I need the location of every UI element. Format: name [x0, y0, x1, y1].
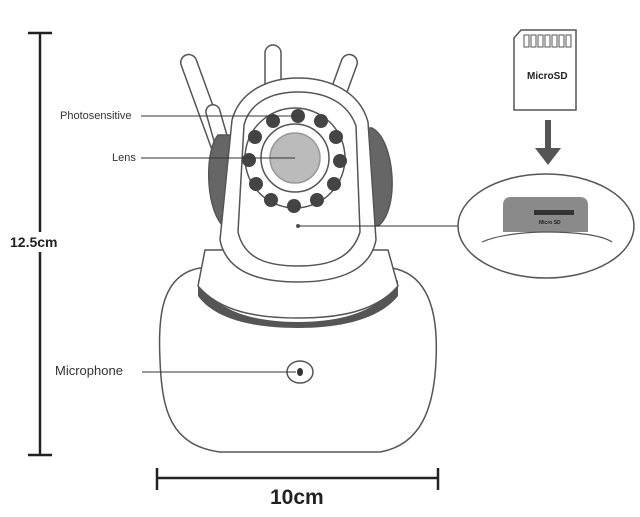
microphone-hole [297, 368, 303, 376]
microphone-label: Microphone [55, 363, 123, 378]
height-label-bg [6, 232, 70, 252]
slot-opening [534, 210, 574, 215]
width-dimension [155, 468, 440, 490]
contact-pin [551, 34, 558, 48]
arrow-shaft [545, 120, 551, 150]
body-curve [481, 231, 613, 243]
ir-led [266, 114, 280, 128]
arrow-down-icon [535, 120, 561, 165]
ir-leds [242, 109, 347, 213]
contact-pin [530, 34, 537, 48]
ir-led [287, 199, 301, 213]
ir-led [291, 109, 305, 123]
ir-led [264, 193, 278, 207]
arrow-head [535, 148, 561, 165]
contact-pin [523, 34, 530, 48]
callout-lines [141, 115, 458, 373]
width-label: 10cm [270, 486, 324, 509]
ir-led [242, 153, 256, 167]
ir-led [329, 130, 343, 144]
microsd-card-outline [513, 29, 577, 111]
ir-led [327, 177, 341, 191]
ir-led [310, 193, 324, 207]
slot-label: Micro SD [539, 220, 561, 226]
photosensitive-label: Photosensitive [60, 110, 132, 122]
contact-pin [537, 34, 544, 48]
microsd-card-icon: MicroSD [513, 29, 577, 111]
ir-led [248, 130, 262, 144]
contact-pin [544, 34, 551, 48]
ir-led [249, 177, 263, 191]
microsd-card-label: MicroSD [527, 71, 568, 82]
height-label: 12.5cm [10, 234, 57, 250]
ir-led [314, 114, 328, 128]
ir-led [333, 154, 347, 168]
card-slot-zoom: Micro SD [457, 173, 635, 279]
lens-label: Lens [112, 152, 136, 164]
microsd-contacts [523, 34, 572, 48]
contact-pin [565, 34, 572, 48]
contact-pin [558, 34, 565, 48]
camera-body [158, 44, 438, 453]
